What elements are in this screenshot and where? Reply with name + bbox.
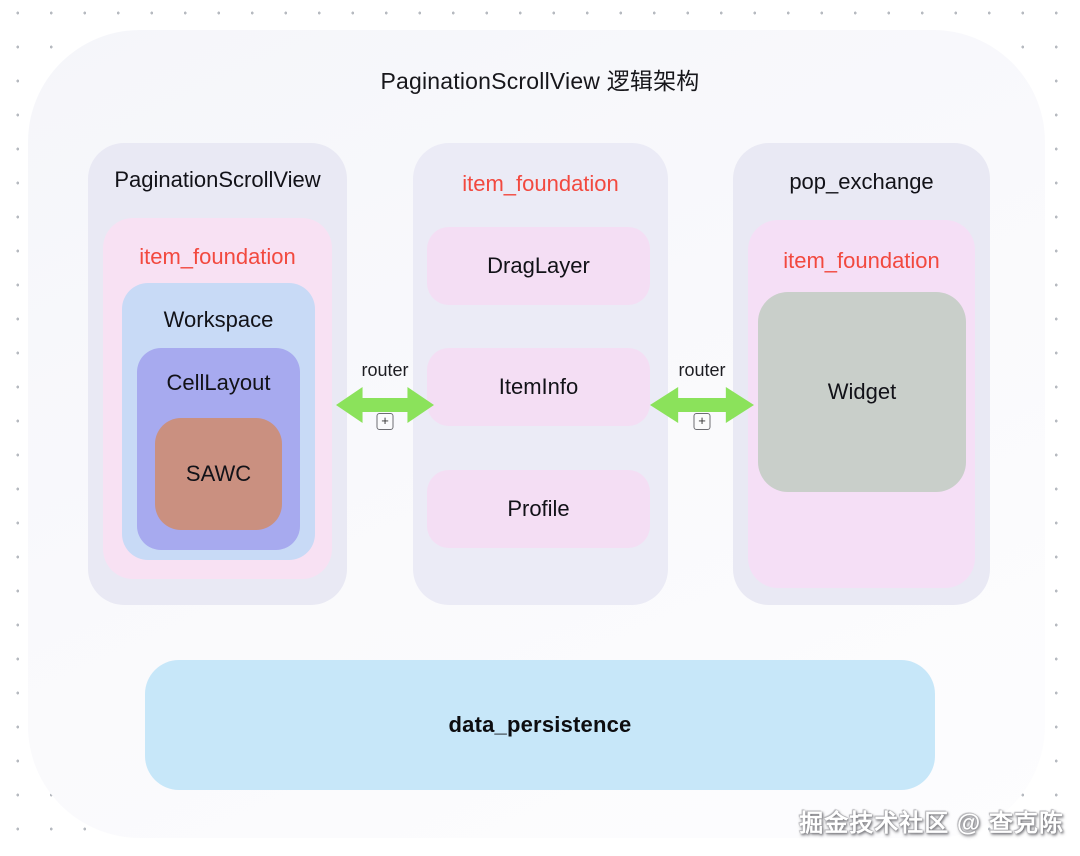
box-profile: Profile xyxy=(427,470,650,548)
router-right-label: router xyxy=(678,360,726,380)
bidirectional-arrow-icon xyxy=(336,387,434,423)
box-cell-layout: CellLayout SAWC xyxy=(137,348,300,550)
expand-plus-icon[interactable]: + xyxy=(693,413,711,430)
page-title: PaginationScrollView 逻辑架构 xyxy=(380,68,700,94)
profile-label: Profile xyxy=(507,496,570,521)
box-drag-layer: DragLayer xyxy=(427,227,650,305)
box-sawc: SAWC xyxy=(155,418,282,530)
cell-layout-label: CellLayout xyxy=(166,370,271,395)
expand-plus-icon[interactable]: + xyxy=(376,413,394,430)
sawc-label: SAWC xyxy=(185,461,252,486)
workspace-label: Workspace xyxy=(163,307,274,332)
item-info-label: ItemInfo xyxy=(498,374,579,399)
connector-right: router + xyxy=(650,360,754,432)
box-item-foundation-left: item_foundation Workspace CellLayout SAW… xyxy=(103,218,332,579)
box-pop-exchange: pop_exchange item_foundation Widget xyxy=(733,143,990,605)
box-pagination-scroll-view: PaginationScrollView item_foundation Wor… xyxy=(88,143,347,605)
box-item-info: ItemInfo xyxy=(427,348,650,426)
box-item-foundation-middle: item_foundation DragLayer ItemInfo Profi… xyxy=(413,143,668,605)
box-data-persistence: data_persistence xyxy=(145,660,935,790)
item-foundation-left-label: item_foundation xyxy=(139,244,296,269)
widget-label: Widget xyxy=(827,379,897,404)
pagination-scroll-view-label: PaginationScrollView xyxy=(114,167,321,192)
watermark: 掘金技术社区 @ 查克陈 xyxy=(799,810,1064,837)
router-left-label: router xyxy=(361,360,409,380)
connector-left: router + xyxy=(336,360,434,432)
box-workspace: Workspace CellLayout SAWC xyxy=(122,283,315,560)
data-persistence-label: data_persistence xyxy=(448,712,632,737)
pop-exchange-label: pop_exchange xyxy=(789,169,934,194)
item-foundation-right-label: item_foundation xyxy=(783,248,940,273)
box-widget: Widget xyxy=(758,292,966,492)
bidirectional-arrow-icon xyxy=(650,387,754,423)
item-foundation-middle-label: item_foundation xyxy=(462,171,619,196)
drag-layer-label: DragLayer xyxy=(487,253,590,278)
box-item-foundation-right: item_foundation Widget xyxy=(748,220,975,588)
